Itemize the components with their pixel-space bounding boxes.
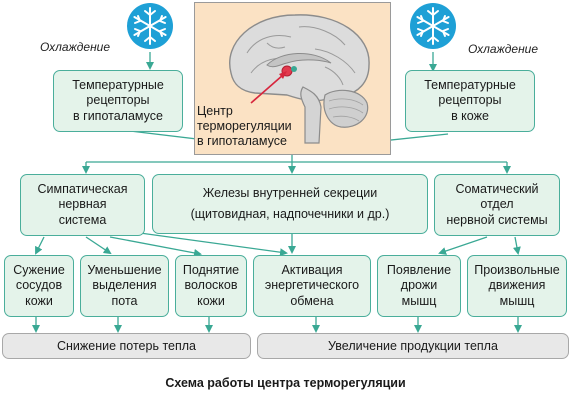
shiver-line-3: мышц bbox=[401, 293, 437, 308]
receptors-skin-line-3: в коже bbox=[451, 108, 489, 123]
metabolism-box: Активация энергетического обмена bbox=[253, 255, 371, 317]
heat-loss-bar: Снижение потерь тепла bbox=[2, 333, 251, 359]
receptors-hypo-line-2: рецепторы bbox=[86, 93, 150, 108]
center-line-2: терморегуляции bbox=[197, 119, 292, 133]
brain-icon bbox=[229, 14, 370, 144]
hair-raising-box: Поднятие волосков кожи bbox=[175, 255, 247, 317]
center-label: Центр терморегуляции в гипоталамусе bbox=[197, 104, 292, 149]
receptors-hypothalamus-box: Температурные рецепторы в гипоталамусе bbox=[53, 70, 183, 132]
somatic-line-1: Соматический bbox=[455, 181, 539, 196]
sympathetic-box: Симпатическая нервная система bbox=[20, 174, 145, 236]
vasoconstriction-box: Сужение сосудов кожи bbox=[4, 255, 74, 317]
vaso-line-1: Сужение bbox=[13, 262, 65, 277]
center-line-3: в гипоталамусе bbox=[197, 134, 287, 148]
sympathetic-line-3: система bbox=[58, 212, 107, 227]
snowflake-icon-left bbox=[127, 3, 173, 49]
receptors-skin-box: Температурные рецепторы в коже bbox=[405, 70, 535, 132]
diagram-caption: Схема работы центра терморегуляции bbox=[165, 376, 406, 390]
sweat-line-1: Уменьшение bbox=[87, 262, 162, 277]
hair-line-1: Поднятие bbox=[182, 262, 240, 277]
vaso-line-2: сосудов bbox=[15, 278, 63, 293]
endocrine-line-1: Железы внутренней секреции bbox=[202, 185, 378, 200]
arrow-symp-sweat bbox=[85, 236, 112, 255]
voluntary-line-1: Произвольные bbox=[474, 262, 560, 277]
sweat-line-3: пота bbox=[111, 293, 138, 308]
receptors-hypo-line-3: в гипоталамусе bbox=[73, 108, 163, 123]
voluntary-line-2: движения bbox=[488, 278, 546, 293]
metab-line-1: Активация bbox=[281, 262, 343, 277]
heat-production-bar: Увеличение продукции тепла bbox=[257, 333, 569, 359]
sympathetic-line-1: Симпатическая bbox=[37, 181, 128, 196]
somatic-box: Соматический отдел нервной системы bbox=[434, 174, 560, 236]
cooling-label-left: Охлаждение bbox=[40, 40, 111, 54]
snowflake-icon-right bbox=[410, 3, 456, 49]
voluntary-line-3: мышц bbox=[499, 293, 535, 308]
shiver-line-2: дрожи bbox=[400, 278, 438, 293]
hair-line-2: волосков bbox=[184, 278, 238, 293]
hair-line-3: кожи bbox=[197, 293, 225, 308]
sweat-line-2: выделения bbox=[92, 278, 157, 293]
arrow-somatic-voluntary bbox=[512, 236, 521, 255]
metab-line-2: энергетического bbox=[264, 278, 360, 293]
receptors-skin-line-2: рецепторы bbox=[438, 93, 502, 108]
endocrine-line-2: (щитовидная, надпочечники и др.) bbox=[190, 206, 390, 221]
voluntary-movement-box: Произвольные движения мышц bbox=[467, 255, 567, 317]
sweat-reduction-box: Уменьшение выделения пота bbox=[80, 255, 169, 317]
somatic-line-3: нервной системы bbox=[446, 212, 548, 227]
arrow-symp-hair bbox=[109, 236, 202, 257]
arrow-symp-vaso bbox=[35, 236, 45, 255]
shivering-box: Появление дрожи мышц bbox=[377, 255, 461, 317]
center-line-1: Центр bbox=[197, 104, 233, 118]
receptors-skin-line-1: Температурные bbox=[424, 77, 516, 92]
arrow-somatic-shiver bbox=[438, 236, 488, 255]
receptors-hypo-line-1: Температурные bbox=[72, 77, 164, 92]
brain-illustration bbox=[194, 2, 391, 155]
metab-line-3: обмена bbox=[290, 293, 334, 308]
somatic-line-2: отдел bbox=[480, 197, 514, 212]
shiver-line-1: Появление bbox=[386, 262, 452, 277]
arrow-symp-metab bbox=[139, 232, 288, 257]
endocrine-box: Железы внутренней секреции (щитовидная, … bbox=[152, 174, 428, 234]
vaso-line-3: кожи bbox=[25, 293, 53, 308]
cooling-label-right: Охлаждение bbox=[468, 42, 539, 56]
sympathetic-line-2: нервная bbox=[58, 197, 107, 212]
